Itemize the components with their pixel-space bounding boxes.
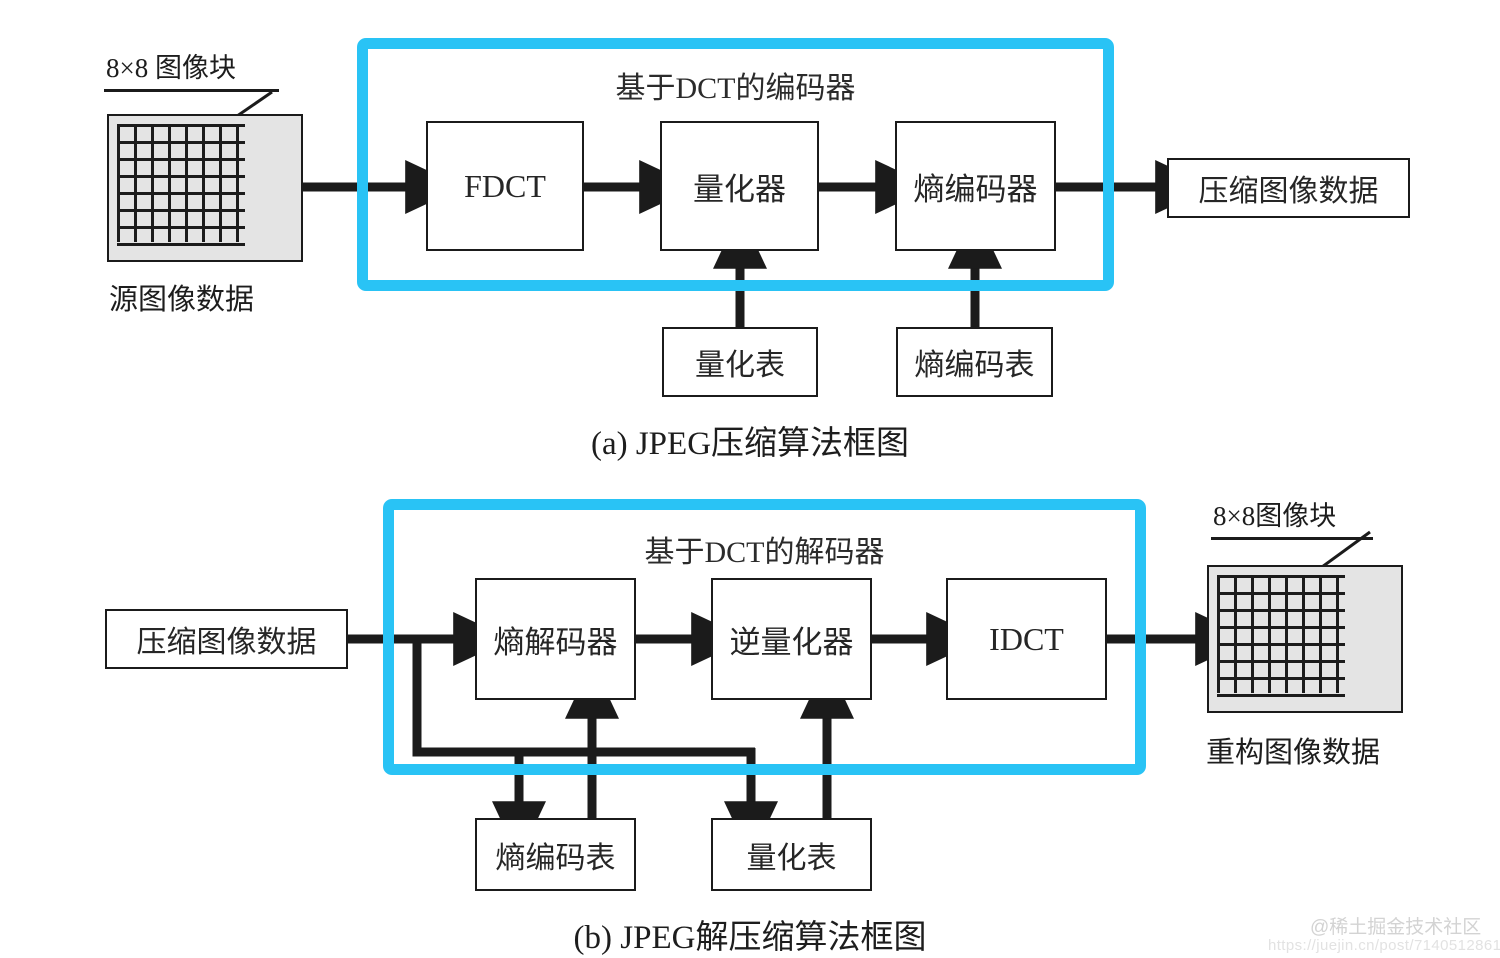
grid-h-line [1217,643,1345,646]
grid-v-line [202,124,205,242]
decoder-table-entropy-coding[interactable]: 熵编码表 [475,818,636,891]
encoder-output-compressed-data[interactable]: 压缩图像数据 [1167,158,1410,218]
grid-h-line [117,243,245,246]
table-entropy-coding[interactable]: 熵编码表 [896,327,1053,397]
decoder-block-label-underline [1211,537,1373,540]
grid-v-line [1251,575,1254,693]
stage-fdct[interactable]: FDCT [426,121,584,251]
encoder-frame [357,38,1114,291]
stage-quantizer[interactable]: 量化器 [660,121,819,251]
source-image-block [107,114,303,262]
grid-v-line [1268,575,1271,693]
stage-dequantizer[interactable]: 逆量化器 [711,578,872,700]
table-quantization[interactable]: 量化表 [662,327,818,397]
grid-v-line [185,124,188,242]
grid-h-line [117,175,245,178]
grid-h-line [1217,660,1345,663]
grid-v-line [1234,575,1237,693]
grid-v-line [117,124,120,242]
grid-v-line [134,124,137,242]
decoder-frame [383,499,1146,775]
stage-entropy-encoder[interactable]: 熵编码器 [895,121,1056,251]
grid-h-line [117,141,245,144]
encoder-frame-title: 基于DCT的编码器 [615,72,856,105]
grid-h-line [1217,694,1345,697]
grid-v-line [1336,575,1339,693]
watermark-url: https://juejin.cn/post/7140512861 [1268,937,1500,954]
decoder-frame-title: 基于DCT的解码器 [644,536,885,569]
watermark-handle: @稀土掘金技术社区 [1310,917,1482,938]
grid-v-line [1217,575,1220,693]
decoder-input-compressed-data[interactable]: 压缩图像数据 [105,609,348,669]
grid-v-line [219,124,222,242]
grid-h-line [117,158,245,161]
grid-h-line [117,209,245,212]
stage-idct[interactable]: IDCT [946,578,1107,700]
decoder-block-top-label: 8×8图像块 [1213,501,1337,531]
reconstructed-image-caption: 重构图像数据 [1206,737,1381,769]
reconstructed-image-block [1207,565,1403,713]
grid-h-line [117,192,245,195]
grid-h-line [117,124,245,127]
stage-entropy-decoder[interactable]: 熵解码器 [475,578,636,700]
grid-v-line [1302,575,1305,693]
caption-a: (a) JPEG压缩算法框图 [590,426,910,462]
grid-v-line [1285,575,1288,693]
source-image-caption: 源图像数据 [109,284,255,316]
encoder-block-top-label: 8×8 图像块 [106,53,236,83]
grid-h-line [117,226,245,229]
grid-h-line [1217,626,1345,629]
decoder-table-quantization[interactable]: 量化表 [711,818,872,891]
encoder-block-label-underline [104,89,279,92]
grid-v-line [151,124,154,242]
grid-h-line [1217,575,1345,578]
grid-h-line [1217,677,1345,680]
caption-b: (b) JPEG解压缩算法框图 [573,920,927,956]
grid-v-line [168,124,171,242]
grid-v-line [1319,575,1322,693]
grid-h-line [1217,592,1345,595]
grid-v-line [236,124,239,242]
grid-h-line [1217,609,1345,612]
